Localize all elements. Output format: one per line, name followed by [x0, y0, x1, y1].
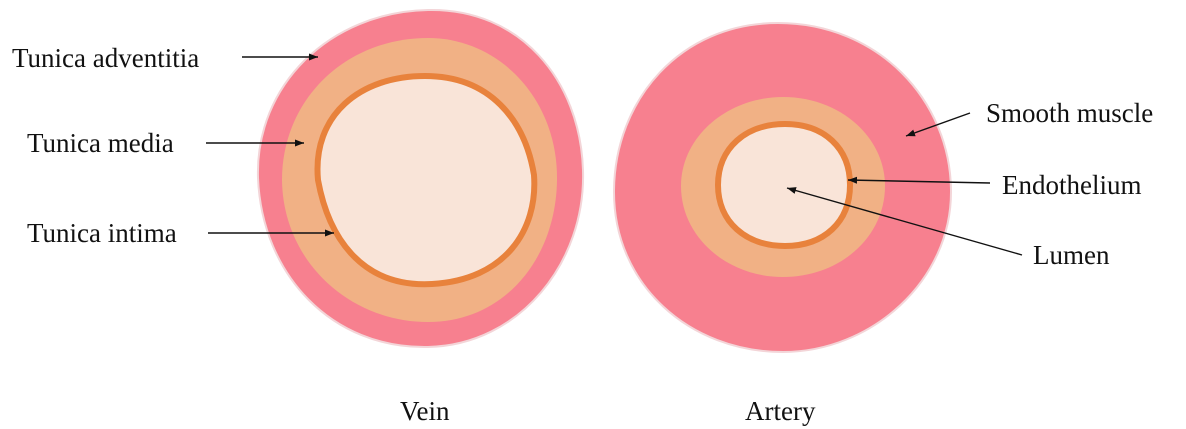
artery-lumen — [718, 124, 850, 246]
vein-lumen — [317, 76, 534, 284]
label-smooth-muscle: Smooth muscle — [986, 98, 1153, 128]
label-tunica-media: Tunica media — [27, 128, 174, 158]
label-lumen: Lumen — [1033, 240, 1110, 270]
caption-artery: Artery — [745, 396, 816, 426]
label-tunica-adventitia: Tunica adventitia — [12, 43, 199, 73]
vein-cross-section — [258, 10, 583, 347]
label-endothelium: Endothelium — [1002, 170, 1141, 200]
caption-vein: Vein — [400, 396, 450, 426]
label-tunica-intima: Tunica intima — [27, 218, 177, 248]
artery-cross-section — [614, 23, 951, 352]
